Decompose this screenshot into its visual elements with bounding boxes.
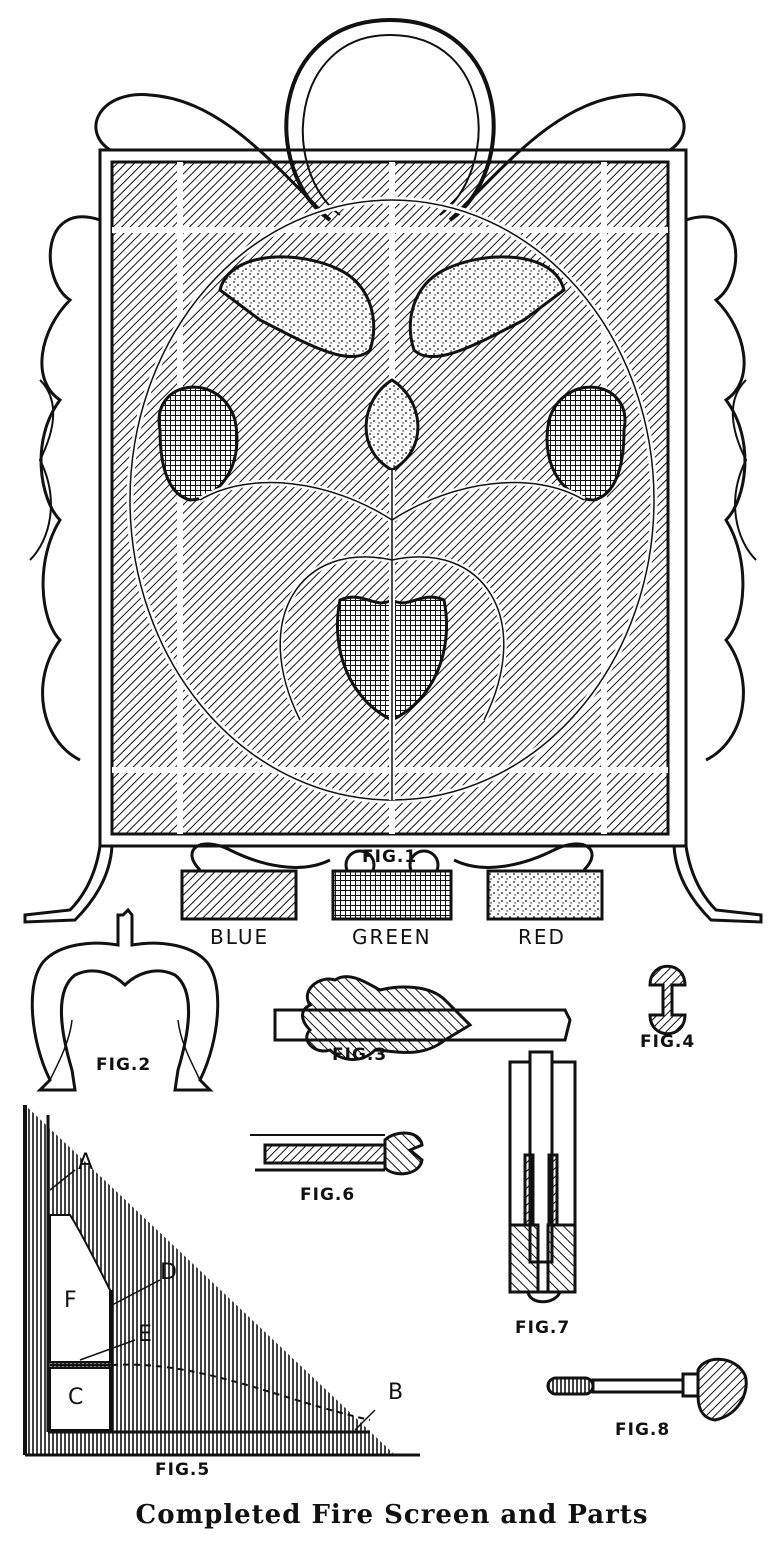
fig2-label: FIG.2: [96, 1055, 152, 1075]
fig7-joint-section: [508, 1050, 577, 1304]
fig3-label: FIG.3: [332, 1045, 388, 1065]
legend-swatches: [180, 869, 604, 921]
legend-label-blue: BLUE: [210, 925, 270, 949]
legend-label-green: GREEN: [352, 925, 432, 949]
fig1-fire-screen: [23, 17, 763, 924]
fig5-letter-b: B: [388, 1380, 405, 1405]
fig5-letter-f: F: [64, 1288, 78, 1313]
fig5-letter-d: D: [160, 1260, 178, 1285]
fig5-letter-c: C: [68, 1385, 85, 1410]
fig3-leaf-ornament: [273, 975, 572, 1061]
fig4-rivet-section: [648, 964, 687, 1036]
fig8-threaded-finial: [546, 1357, 748, 1422]
figure-caption: Completed Fire Screen and Parts: [135, 1500, 649, 1530]
legend-swatch-blue: [180, 869, 298, 921]
fig5-corner-detail: [23, 1105, 420, 1457]
legend-swatch-green: [331, 869, 453, 921]
fig6-edge-section: [250, 1131, 424, 1176]
fig2-foot-bracket: [30, 907, 220, 1092]
fig5-label: FIG.5: [155, 1460, 211, 1480]
fig5-letter-e: E: [138, 1322, 153, 1347]
legend-swatch-red: [486, 869, 604, 921]
fig1-label: FIG.1: [362, 847, 418, 867]
fig7-label: FIG.7: [515, 1318, 571, 1338]
legend-label-red: RED: [518, 925, 566, 949]
fig5-letter-a: A: [78, 1150, 95, 1175]
fig6-label: FIG.6: [300, 1185, 356, 1205]
fig4-label: FIG.4: [640, 1032, 696, 1052]
fig8-label: FIG.8: [615, 1420, 671, 1440]
